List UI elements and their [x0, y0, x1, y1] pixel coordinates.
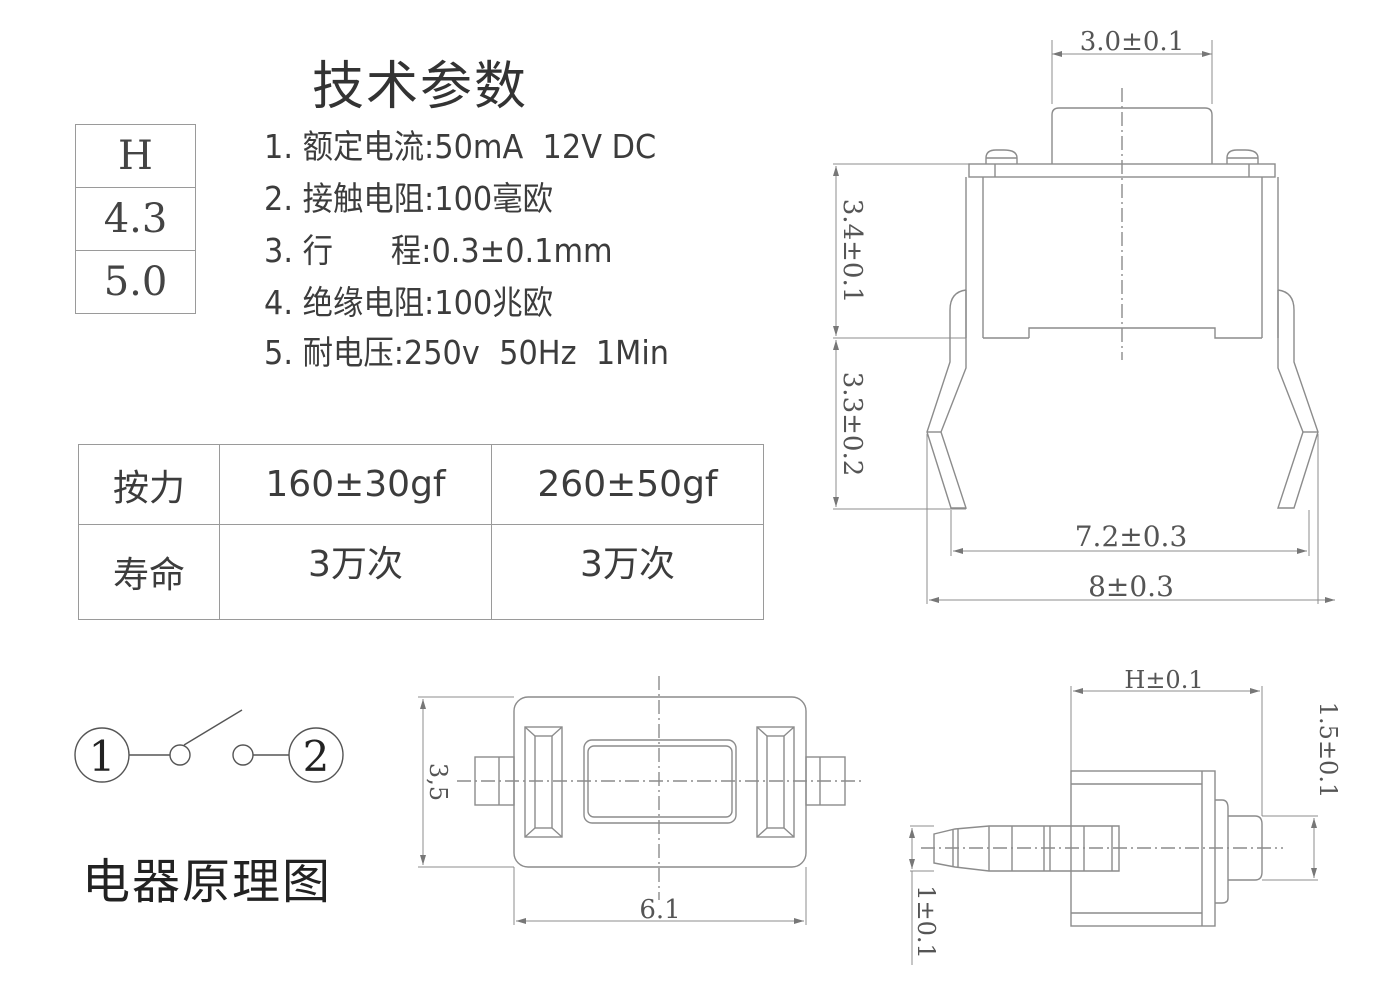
spec-item-withstand-voltage: 5. 耐电压:250v 50Hz 1Min	[264, 333, 670, 372]
height-table-value: 4.3	[75, 187, 196, 251]
height-table: H 4.3 5.0	[75, 124, 196, 314]
terminal-1-label: 1	[89, 732, 116, 781]
page-title: 技术参数	[312, 57, 529, 117]
force-value: 160±30gf	[219, 444, 492, 525]
spec-item-rated-current: 1. 额定电流:50mA 12V DC	[264, 127, 657, 166]
dim-actuator-diameter: 1.5±0.1	[1314, 702, 1342, 798]
dim-actuator-width: 3.0±0.1	[1080, 27, 1184, 57]
schematic-caption: 电器原理图	[82, 854, 333, 910]
dim-side-h: H±0.1	[1124, 666, 1203, 694]
side-view	[909, 686, 1318, 965]
table-row: 寿命 3万次 3万次	[78, 524, 764, 620]
dim-pin-width: 1±0.1	[912, 885, 940, 959]
life-value: 3万次	[491, 524, 764, 620]
terminal-2-label: 2	[303, 732, 330, 781]
front-view	[833, 40, 1335, 604]
force-value: 260±50gf	[491, 444, 764, 525]
dim-top-view-height: 3,5	[424, 763, 452, 801]
dim-inner-width: 7.2±0.3	[1075, 520, 1188, 553]
dim-upper-height: 3.4±0.1	[837, 199, 867, 303]
top-view	[418, 676, 862, 925]
spec-item-travel: 3. 行 程:0.3±0.1mm	[264, 231, 613, 270]
spec-item-contact-resistance: 2. 接触电阻:100毫欧	[264, 179, 553, 218]
life-value: 3万次	[219, 524, 492, 620]
table-row: 按力 160±30gf 260±50gf	[78, 444, 764, 525]
dim-lower-height: 3.3±0.2	[837, 372, 867, 476]
dim-outer-width: 8±0.3	[1088, 570, 1174, 603]
spec-item-insulation-resistance: 4. 绝缘电阻:100兆欧	[264, 283, 553, 322]
height-table-value: 5.0	[75, 250, 196, 314]
row-label-force: 按力	[78, 444, 220, 525]
switch-schematic	[74, 709, 344, 783]
dim-top-view-width: 6.1	[639, 895, 680, 925]
row-label-life: 寿命	[78, 524, 220, 620]
force-life-table: 按力 160±30gf 260±50gf 寿命 3万次 3万次	[78, 444, 764, 620]
height-table-header: H	[75, 124, 196, 188]
